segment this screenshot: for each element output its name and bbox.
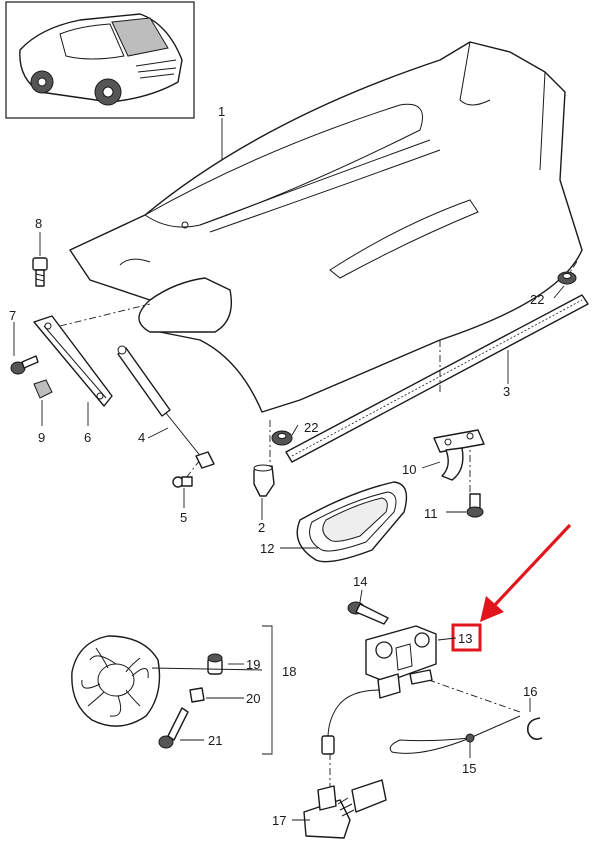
screw-21 [158, 707, 189, 749]
clip-16 [526, 717, 543, 740]
callout-19: 19 [246, 657, 260, 672]
callout-21: 21 [208, 733, 222, 748]
callout-14: 14 [353, 574, 367, 589]
lock-13 [365, 625, 437, 699]
callout-20: 20 [246, 691, 260, 706]
callout-16: 16 [523, 684, 537, 699]
bolt-8 [32, 257, 48, 287]
bolt-14 [347, 601, 389, 625]
grommet-22-top [557, 271, 577, 285]
callout-12: 12 [260, 541, 274, 556]
callout-11: 11 [424, 506, 438, 521]
screw-11 [466, 493, 484, 518]
pad-12 [296, 481, 408, 563]
hinge-bracket-6 [33, 315, 113, 407]
callout-18: 18 [282, 664, 296, 679]
callout-6: 6 [84, 430, 91, 445]
grommet-22-bottom [271, 430, 293, 446]
clip-9 [33, 379, 53, 399]
car-thumbnail [5, 1, 195, 119]
nut-20 [189, 687, 205, 703]
callout-22-bottom: 22 [304, 420, 318, 435]
callout-9: 9 [38, 430, 45, 445]
screw-7 [10, 355, 39, 375]
callout-13: 13 [458, 631, 472, 646]
callout-22-top: 22 [530, 292, 544, 307]
leader-lines [13, 118, 565, 821]
ball-stud-5 [172, 476, 193, 488]
callout-7: 7 [9, 308, 16, 323]
release-cable-15 [389, 715, 521, 754]
actuator-17 [303, 689, 387, 839]
buffer-2 [253, 464, 275, 497]
callout-3: 3 [503, 384, 510, 399]
callout-4: 4 [138, 430, 145, 445]
callout-labels: 1 8 7 9 6 4 5 2 3 22 22 10 11 12 14 13 1… [9, 104, 544, 828]
fan-18 [71, 635, 161, 727]
gas-strut-4 [117, 345, 215, 469]
grommet-19 [207, 653, 223, 675]
callout-17: 17 [272, 813, 286, 828]
group-bracket-18 [262, 625, 273, 755]
callout-5: 5 [180, 510, 187, 525]
callout-10: 10 [402, 462, 416, 477]
rear-lid [69, 41, 583, 413]
callout-15: 15 [462, 761, 476, 776]
bracket-10 [433, 429, 485, 481]
callout-8: 8 [35, 216, 42, 231]
callout-1: 1 [218, 104, 225, 119]
seal-strip [285, 294, 589, 463]
highlight-marker [451, 523, 572, 652]
callout-2: 2 [258, 520, 265, 535]
